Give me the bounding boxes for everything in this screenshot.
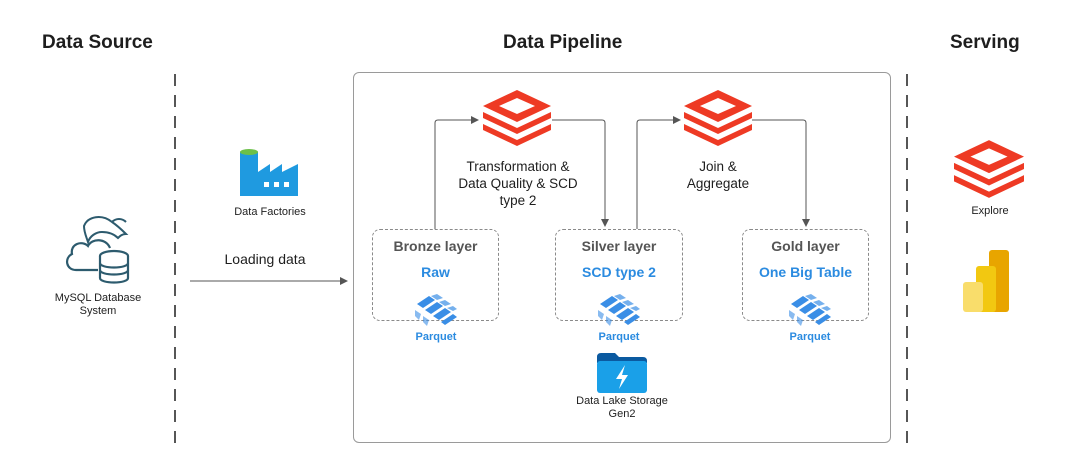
explore-label: Explore: [971, 205, 1009, 217]
silver-layer-title: Silver layer: [581, 238, 657, 254]
join-to-gold-arrow: [752, 119, 810, 227]
silver-layer-subtitle: SCD type 2: [582, 264, 656, 280]
gold-layer-title: Gold layer: [771, 238, 840, 254]
parquet-icon: [598, 294, 640, 326]
parquet-icon: [789, 294, 831, 326]
silver-parquet-label: Parquet: [598, 331, 640, 343]
bronze-layer-box: [372, 229, 499, 321]
transform-to-silver-arrow: [552, 119, 609, 227]
join-aggregate-label: Join & Aggregate: [686, 159, 750, 191]
gold-layer-subtitle: One Big Table: [758, 264, 853, 280]
databricks-explore-icon: [954, 140, 1024, 198]
pipeline-container: [353, 72, 891, 443]
bronze-parquet-label: Parquet: [415, 331, 457, 343]
gold-layer-box: [742, 229, 869, 321]
silver-layer-box: [555, 229, 683, 321]
power-bi-icon: [963, 250, 1009, 312]
gold-parquet-label: Parquet: [789, 331, 831, 343]
heading-data-pipeline: Data Pipeline: [503, 32, 623, 53]
bronze-to-transform-arrow: [434, 116, 479, 229]
databricks-join-icon: [684, 90, 752, 146]
mysql-cloud-database-icon: [66, 216, 130, 284]
data-lake-folder-icon: [597, 353, 647, 393]
bronze-layer-subtitle: Raw: [421, 264, 450, 280]
data-factories-label: Data Factories: [234, 206, 306, 218]
data-lake-storage-label: Data Lake Storage Gen2: [576, 395, 668, 420]
bronze-layer-title: Bronze layer: [393, 238, 478, 254]
parquet-icon: [415, 294, 457, 326]
heading-serving: Serving: [950, 32, 1020, 53]
mysql-label: MySQL Database System: [54, 292, 142, 317]
data-factory-icon: [240, 149, 298, 196]
silver-to-join-arrow: [636, 116, 681, 229]
databricks-transform-icon: [483, 90, 551, 146]
heading-data-source: Data Source: [42, 32, 153, 53]
loading-data-label: Loading data: [224, 251, 306, 267]
transformation-label: Transformation & Data Quality & SCD type…: [458, 159, 578, 208]
